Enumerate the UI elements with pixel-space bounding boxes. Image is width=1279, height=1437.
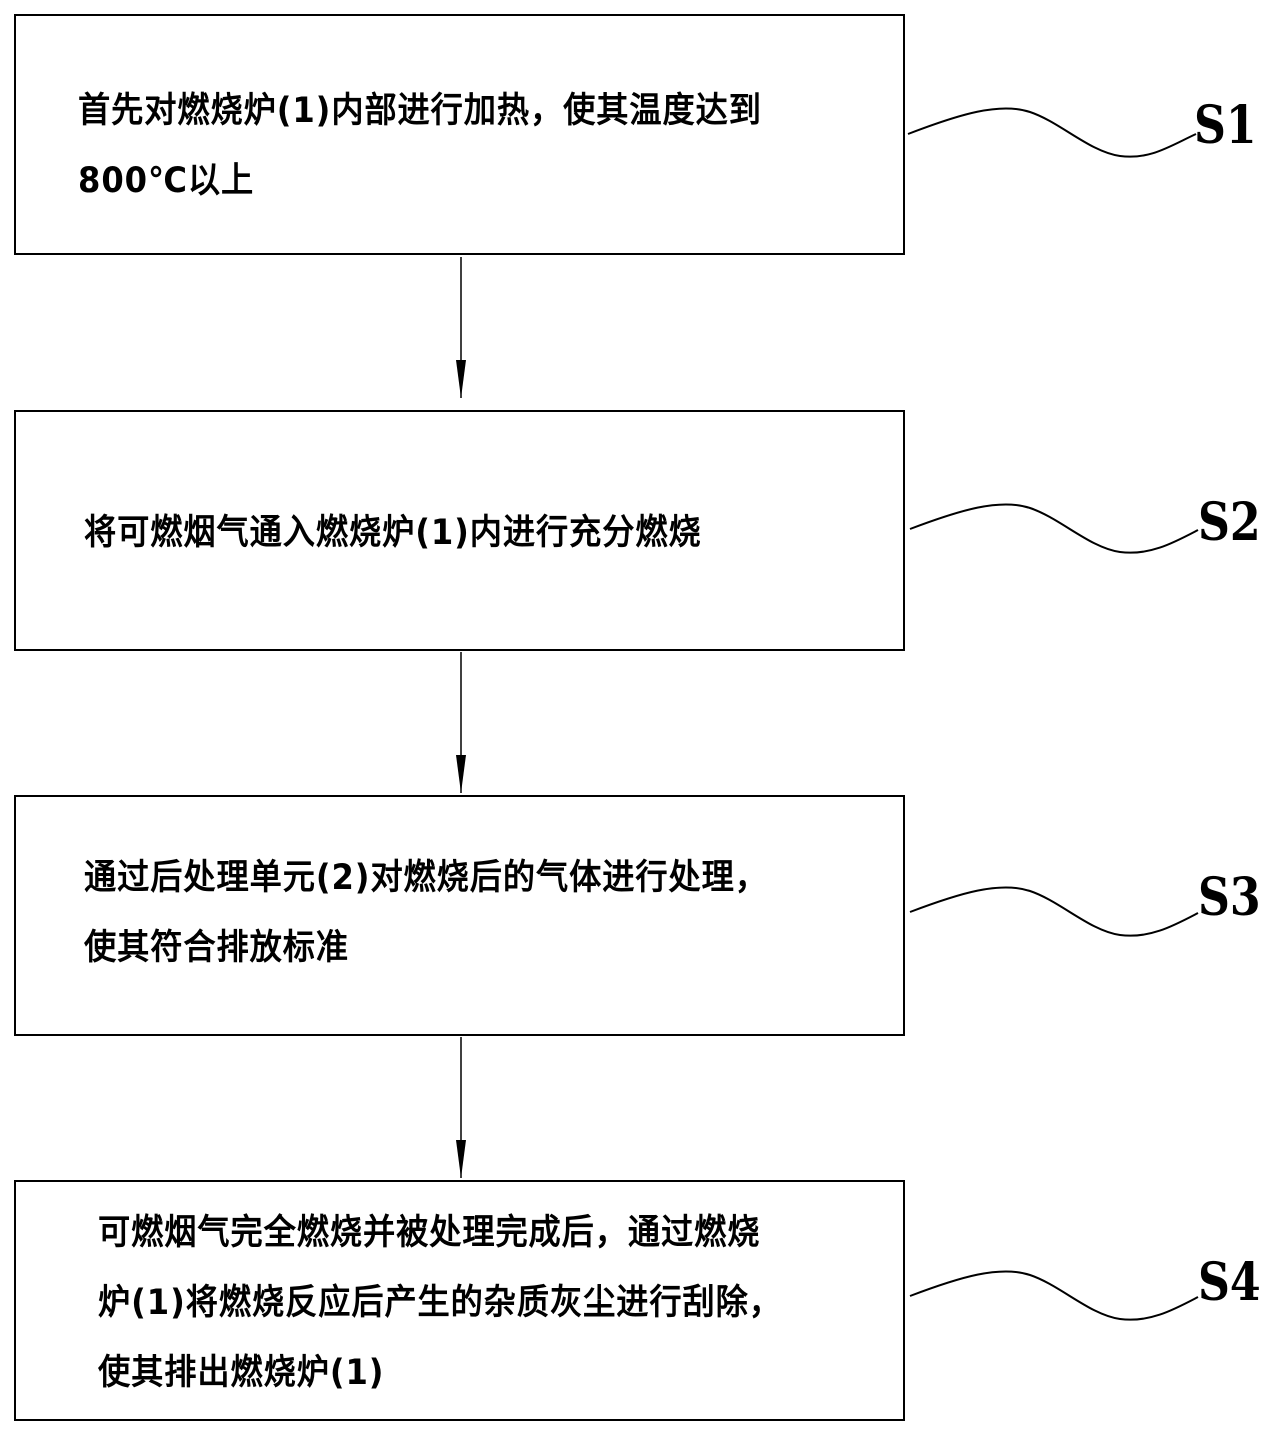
step-text-s1: 首先对燃烧炉(1)内部进行加热，使其温度达到 800℃以上 (78, 76, 762, 216)
step-text-line: 通过后处理单元(2)对燃烧后的气体进行处理， (84, 858, 768, 898)
step-label-s1: S1 (1194, 95, 1257, 156)
step-box-s1: 首先对燃烧炉(1)内部进行加热，使其温度达到 800℃以上 (14, 14, 905, 255)
arrowhead-icon (456, 360, 466, 398)
step-label-s4: S4 (1198, 1252, 1261, 1313)
step-text-s2: 将可燃烟气通入燃烧炉(1)内进行充分燃烧 (84, 498, 702, 568)
arrow-s2-to-s3 (456, 652, 466, 793)
step-text-s3: 通过后处理单元(2)对燃烧后的气体进行处理， 使其符合排放标准 (84, 843, 768, 983)
step-label-s2: S2 (1198, 492, 1261, 553)
step-text-line: 炉(1)将燃烧反应后产生的杂质灰尘进行刮除， (98, 1283, 782, 1323)
arrowhead-icon (456, 755, 466, 793)
step-box-s4: 可燃烟气完全燃烧并被处理完成后，通过燃烧 炉(1)将燃烧反应后产生的杂质灰尘进行… (14, 1180, 905, 1421)
step-text-line: 使其符合排放标准 (84, 928, 349, 968)
leader-line-s1 (907, 107, 1197, 158)
arrowhead-icon (456, 1140, 466, 1178)
leader-line-s3 (909, 886, 1199, 937)
step-text-line: 使其排出燃烧炉(1) (98, 1353, 385, 1393)
arrow-s1-to-s2 (456, 257, 466, 398)
step-text-line: 800℃以上 (78, 161, 255, 201)
step-text-line: 将可燃烟气通入燃烧炉(1)内进行充分燃烧 (84, 513, 702, 553)
arrow-s3-to-s4 (456, 1037, 466, 1178)
step-text-line: 首先对燃烧炉(1)内部进行加热，使其温度达到 (78, 91, 762, 131)
leader-line-s4 (909, 1270, 1199, 1321)
step-box-s2: 将可燃烟气通入燃烧炉(1)内进行充分燃烧 (14, 410, 905, 651)
step-text-line: 可燃烟气完全燃烧并被处理完成后，通过燃烧 (98, 1213, 761, 1253)
step-box-s3: 通过后处理单元(2)对燃烧后的气体进行处理， 使其符合排放标准 (14, 795, 905, 1036)
leader-line-s2 (909, 503, 1199, 554)
step-text-s4: 可燃烟气完全燃烧并被处理完成后，通过燃烧 炉(1)将燃烧反应后产生的杂质灰尘进行… (98, 1198, 782, 1408)
step-label-s3: S3 (1198, 867, 1261, 928)
